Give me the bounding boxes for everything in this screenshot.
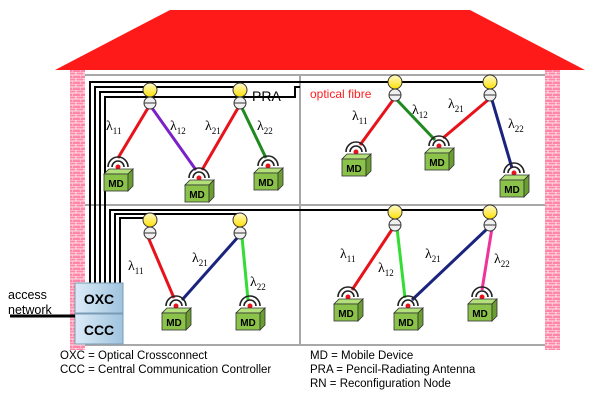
mobile-device: MD [467,286,498,322]
rn-node [232,212,248,240]
rn-node [142,82,158,110]
legend-right: MD = Mobile Device PRA = Pencil-Radiatin… [310,349,475,391]
links-room-top-right [358,98,514,169]
mobile-device: MD [341,141,372,177]
mobile-device: MD [393,295,424,331]
oxc-box: OXC [74,282,124,314]
lambda-12-label: λ12 [412,103,428,120]
access-network-label: access network [8,288,52,318]
left-wall [70,70,85,350]
optical-fibre-trunks [89,81,490,285]
md-label: MD [258,178,274,189]
rn-node [387,204,403,232]
md-label: MD [166,318,182,329]
lambda-12-label: λ12 [170,119,186,136]
mobile-device: MD [161,295,192,331]
links-room-bottom-left [146,236,250,301]
links-room-bottom-right [350,226,494,302]
roof [55,10,585,70]
mobile-device: MD [235,295,266,331]
oxc-label: OXC [84,291,114,307]
mobile-device: MD [184,167,215,203]
access-line-1: access [8,288,47,302]
legend-ccc: CCC = Central Communication Controller [60,364,272,376]
ccc-label: CCC [84,322,114,338]
md-label: MD [240,318,256,329]
lambda-22-label: λ22 [508,117,524,134]
links-room-top-left [116,107,268,171]
md-label: MD [429,158,445,169]
mobile-device: MD [499,162,530,198]
legend-pra: PRA = Pencil-Radiating Antenna [310,364,476,376]
lambda-22-label: λ22 [257,119,273,136]
lambda-11-label: λ11 [128,259,143,276]
md-label: MD [338,309,354,320]
md-label: MD [504,185,520,196]
md-label: MD [472,309,488,320]
md-label: MD [346,164,362,175]
ccc-box: CCC [74,313,124,345]
mobile-device: MD [103,156,134,192]
lambda-11-label: λ11 [352,109,367,126]
mobile-device: MD [333,286,364,322]
legend-left: OXC = Optical Crossconnect CCC = Central… [60,349,271,377]
legend-rn: RN = Reconfiguration Node [310,378,451,390]
rn-node [482,204,498,232]
lambda-12-label: λ12 [378,261,394,278]
rn-node [482,74,498,102]
md-label: MD [398,318,414,329]
right-wall [545,70,560,350]
legend-md: MD = Mobile Device [310,350,414,362]
rn-node [142,212,158,240]
wavelength-labels: λ11 λ12 λ21 λ22 λ11 λ12 λ21 λ22 λ11 λ21 … [106,97,524,292]
mobile-device: MD [424,135,455,171]
lambda-22-label: λ22 [250,275,266,292]
lambda-21-label: λ21 [448,97,464,114]
lambda-11-label: λ11 [340,247,355,264]
access-line-2: network [8,303,52,317]
lambda-11-label: λ11 [106,119,121,136]
lambda-21-label: λ21 [192,251,208,268]
mobile-device: MD [253,155,284,191]
optical-fibre-label: optical fibre [310,87,372,101]
rn-node [232,82,248,110]
lambda-21-label: λ21 [205,119,221,136]
lambda-21-label: λ21 [425,247,441,264]
rn-node [387,74,403,102]
md-label: MD [108,179,124,190]
legend-oxc: OXC = Optical Crossconnect [60,350,208,362]
pra-label: PRA [252,88,281,104]
md-label: MD [189,190,205,201]
lambda-22-label: λ22 [494,252,510,269]
